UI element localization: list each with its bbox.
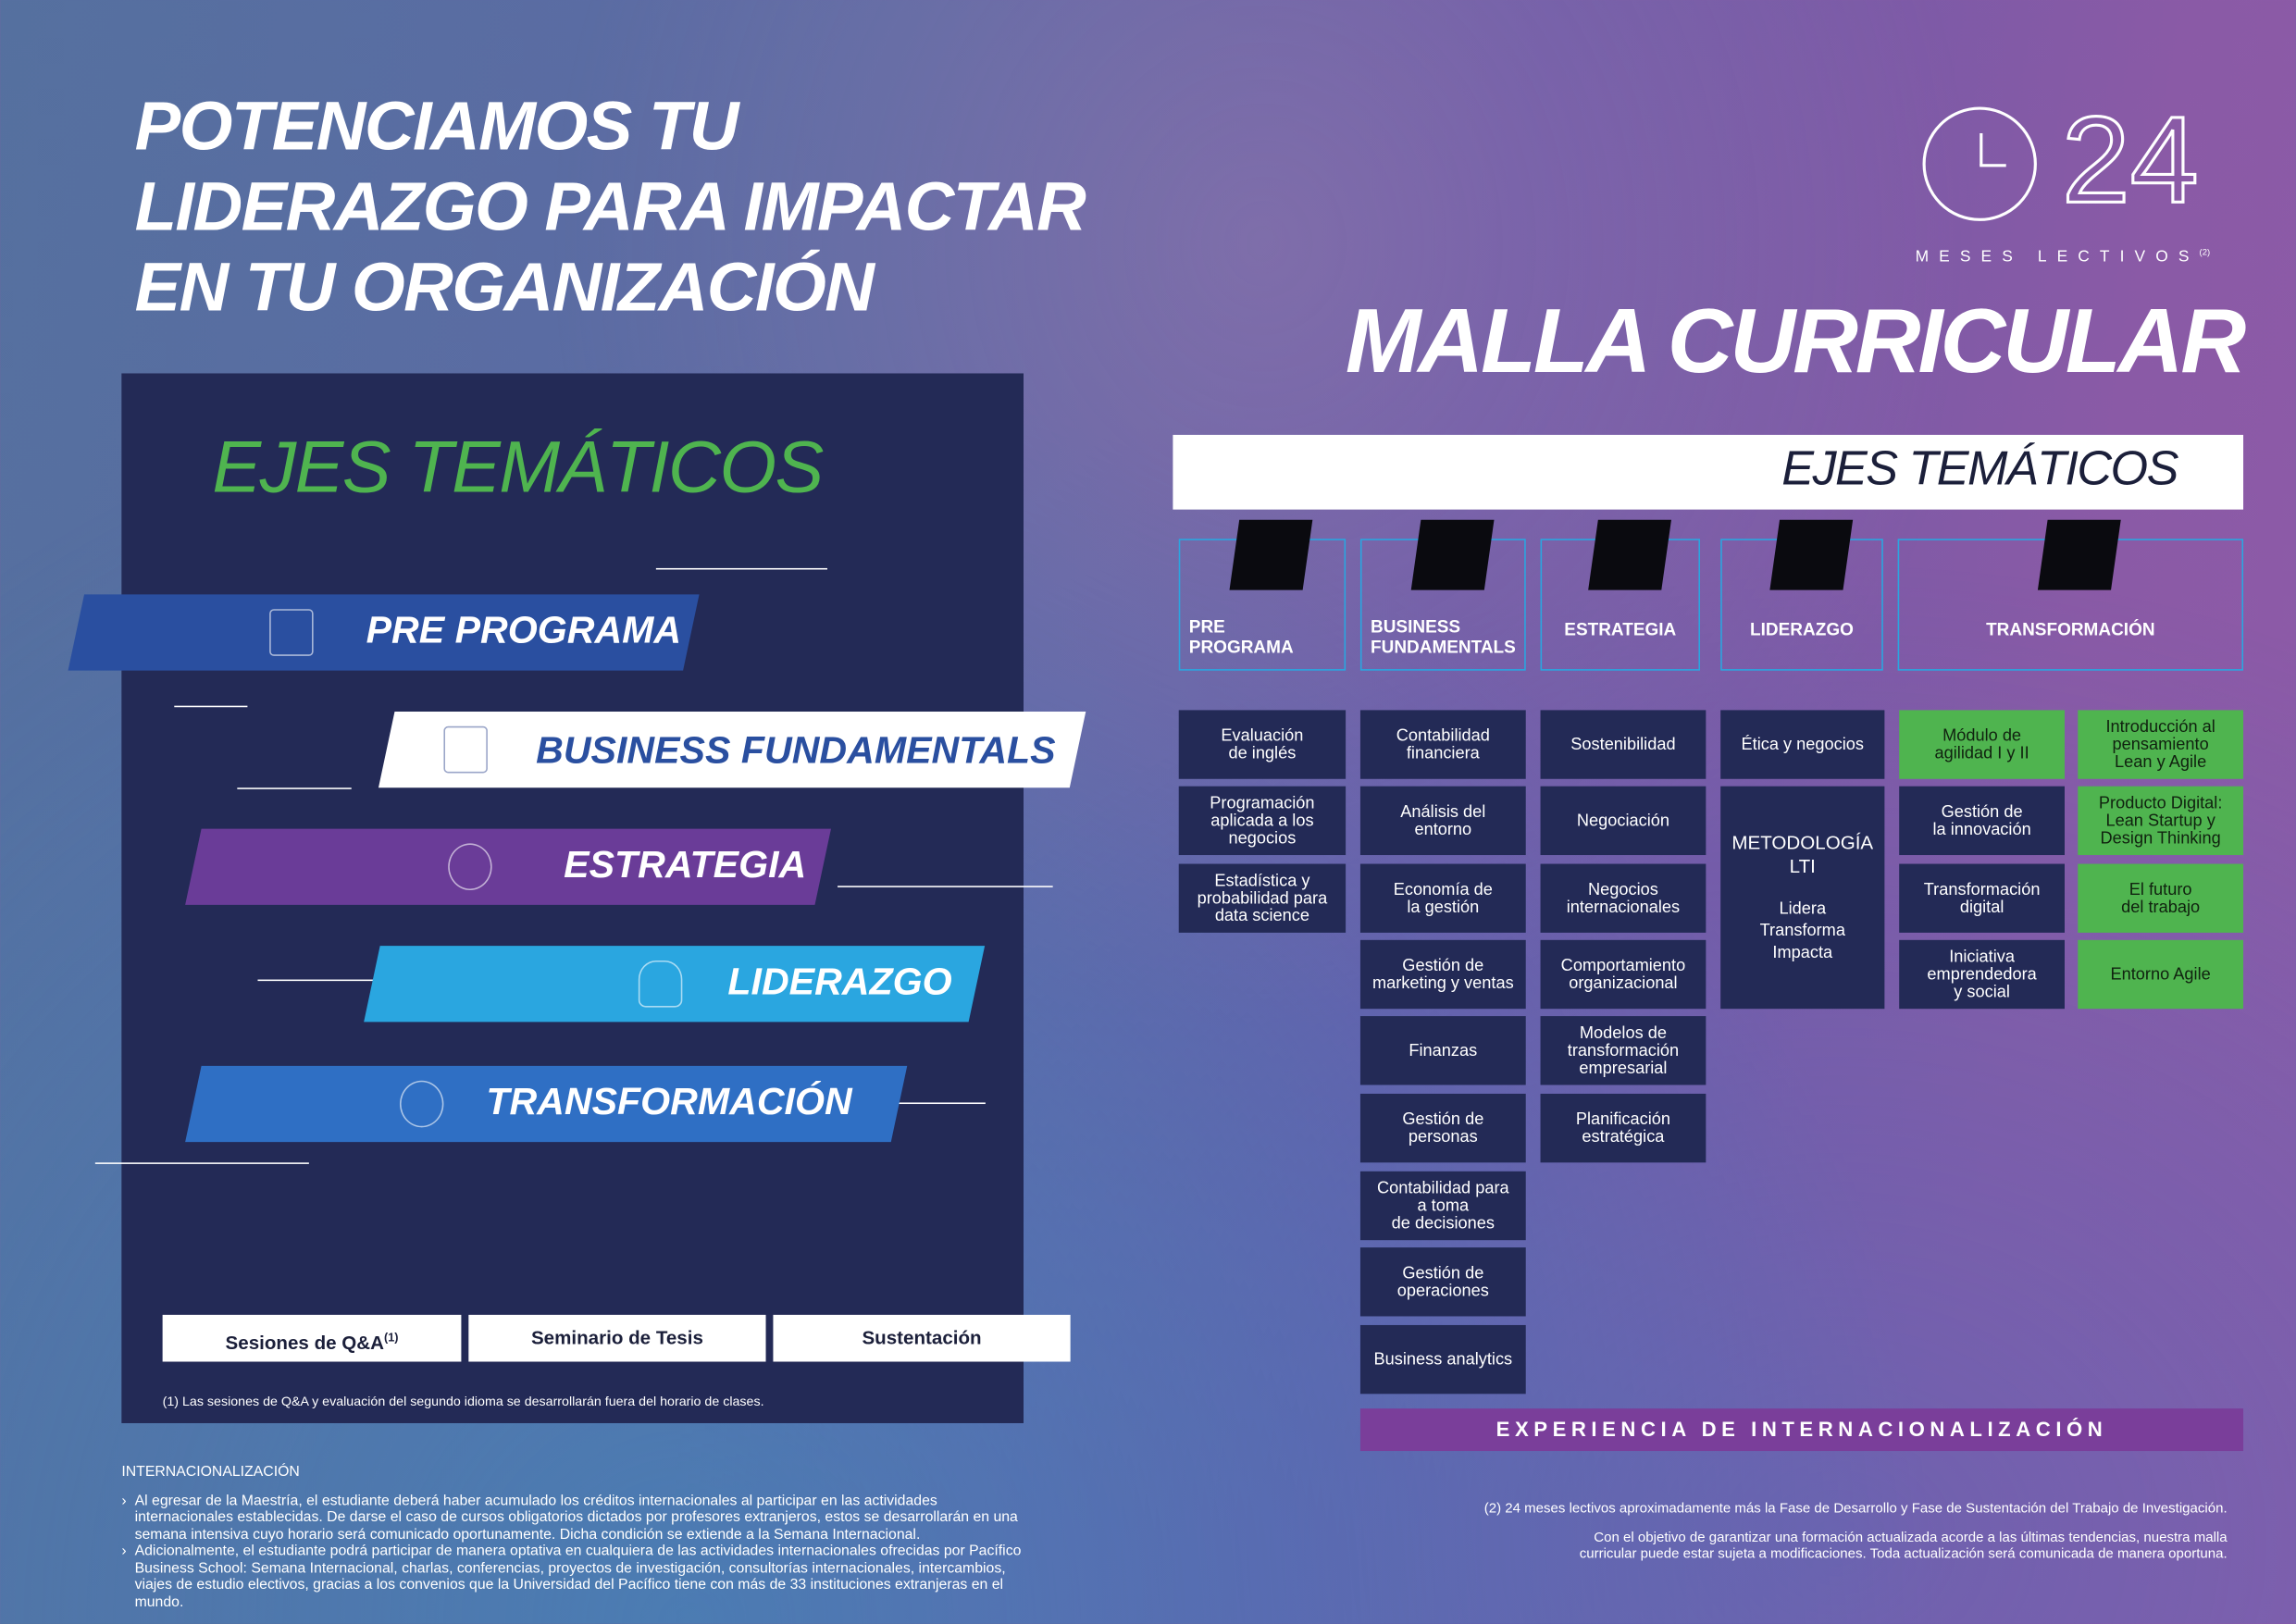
course-cell: Comportamiento organizacional: [1540, 939, 1706, 1010]
decor-line: [655, 567, 827, 570]
column-label: TRANSFORMACIÓN: [1986, 619, 2155, 640]
clipboard-icon: [1229, 519, 1313, 590]
footnote-1: (1) Las sesiones de Q&A y evaluación del…: [162, 1394, 764, 1409]
ejes-title: EJES TEMÁTICOS: [212, 426, 824, 509]
course-cell: Finanzas: [1359, 1016, 1526, 1085]
ejes-bar-title: EJES TEMÁTICOS: [1781, 440, 2178, 495]
course-cell: Contabilidad para a toma de decisiones: [1359, 1171, 1526, 1241]
course-cell: Contabilidad financiera: [1359, 710, 1526, 779]
course-cell: Gestión de marketing y ventas: [1359, 939, 1526, 1010]
ejes-bar: EJES TEMÁTICOS: [1173, 434, 2244, 510]
course-cell-agile: El futuro del trabajo: [2078, 863, 2244, 933]
experiencia-bar: EXPERIENCIA DE INTERNACIONALIZACIÓN: [1359, 1408, 2244, 1452]
column-label: ESTRATEGIA: [1564, 619, 1677, 640]
column-label: BUSINESS FUNDAMENTALS: [1371, 616, 1516, 658]
thinking-person-icon: [448, 843, 492, 891]
logo-caption: MESES LECTIVOS(2): [1916, 243, 2211, 267]
column-header: ESTRATEGIA: [1540, 519, 1701, 671]
chess-knight-icon: [638, 960, 683, 1008]
pill-sustentacion: Sustentación: [773, 1314, 1071, 1362]
course-cell: Gestión de personas: [1359, 1093, 1526, 1163]
decor-line: [94, 1162, 309, 1164]
course-cell: Iniciativa emprendedora y social: [1899, 939, 2066, 1010]
course-cell: Análisis del entorno: [1359, 786, 1526, 856]
bullet-item: Al egresar de la Maestría, el estudiante…: [121, 1493, 1036, 1543]
decor-line: [237, 787, 352, 789]
course-cell: Negociación: [1540, 786, 1706, 856]
course-cell: Transformación digital: [1899, 863, 2066, 933]
decor-line: [838, 886, 1053, 887]
course-cell-agile: Entorno Agile: [2078, 939, 2244, 1010]
hero-line: POTENCIAMOS TU: [134, 86, 739, 165]
banner-label: TRANSFORMACIÓN: [486, 1079, 852, 1123]
thinking-person-icon: [1587, 519, 1671, 590]
decor-line: [869, 1102, 986, 1105]
course-cell: Módulo de agilidad I y II: [1899, 710, 2066, 779]
section-heading: INTERNACIONALIZACIÓN: [121, 1464, 300, 1481]
course-cell: Ética y negocios: [1720, 710, 1885, 779]
browser-window-icon: [443, 725, 488, 774]
course-cell: Sostenibilidad: [1540, 710, 1706, 779]
gear-person-icon: [2037, 519, 2121, 590]
methodology-cell: METODOLOGÍA LTI Lidera Transforma Impacta: [1720, 786, 1885, 1010]
course-cell-agile: Producto Digital: Lean Startup y Design …: [2078, 786, 2244, 856]
banner-label: LIDERAZGO: [727, 959, 952, 1003]
browser-window-icon: [1409, 519, 1494, 590]
methodology-title: METODOLOGÍA LTI: [1731, 830, 1874, 876]
course-cell: Economía de la gestión: [1359, 863, 1526, 933]
course-cell: Estadística y probabilidad para data sci…: [1178, 863, 1347, 933]
column-header: BUSINESS FUNDAMENTALS: [1359, 519, 1526, 671]
logo-number: 24: [2060, 90, 2200, 230]
clock-arrows-icon: [1922, 106, 2037, 221]
duration-logo: 24 MESES LECTIVOS(2): [1916, 90, 2238, 268]
caption-text: MESES LECTIVOS: [1915, 248, 2200, 267]
pill-seminario-tesis: Seminario de Tesis: [468, 1314, 766, 1362]
gear-person-icon: [399, 1080, 444, 1128]
hero-title: POTENCIAMOS TU LIDERAZGO PARA IMPACTAR E…: [135, 85, 1086, 327]
bullet-item: Adicionalmente, el estudiante podrá part…: [121, 1543, 1036, 1611]
banner-label: ESTRATEGIA: [564, 841, 807, 886]
pill-sesiones-qa: Sesiones de Q&A(1): [162, 1314, 462, 1362]
course-cell: Business analytics: [1359, 1324, 1526, 1395]
column-label: PRE PROGRAMA: [1188, 616, 1294, 658]
course-cell: Gestión de operaciones: [1359, 1247, 1526, 1317]
course-cell: Negocios internacionales: [1540, 863, 1706, 933]
column-header: PRE PROGRAMA: [1178, 519, 1347, 671]
footnote-ref: (2): [2199, 248, 2211, 258]
course-cell: Evaluación de inglés: [1178, 710, 1347, 779]
course-cell: Planificación estratégica: [1540, 1093, 1706, 1163]
pill-label: Sesiones de Q&A: [225, 1331, 385, 1354]
methodology-subtitle: Lidera Transforma Impacta: [1759, 899, 1845, 961]
column-header: TRANSFORMACIÓN: [1897, 519, 2244, 671]
chess-knight-icon: [1769, 519, 1853, 590]
course-cell: Gestión de la innovación: [1899, 786, 2066, 856]
malla-title: MALLA CURRICULAR: [1345, 291, 2246, 393]
banner-label: PRE PROGRAMA: [366, 607, 682, 652]
disclaimer: Con el objetivo de garantizar una formac…: [1579, 1530, 2228, 1563]
footnote-2: (2) 24 meses lectivos aproximadamente má…: [1483, 1500, 2228, 1518]
column-label: LIDERAZGO: [1750, 619, 1854, 640]
course-cell: Modelos de transformación empresarial: [1540, 1016, 1706, 1085]
internacionalizacion-section: INTERNACIONALIZACIÓN Al egresar de la Ma…: [121, 1464, 1036, 1610]
footnote-ref: (1): [384, 1331, 399, 1345]
banner-label: BUSINESS FUNDAMENTALS: [536, 727, 1056, 772]
clipboard-icon: [269, 609, 314, 656]
course-cell-agile: Introducción al pensamiento Lean y Agile: [2078, 710, 2244, 779]
course-cell: Programación aplicada a los negocios: [1178, 786, 1347, 856]
hero-line: LIDERAZGO PARA IMPACTAR: [134, 167, 1086, 245]
decor-line: [174, 705, 248, 708]
column-header: LIDERAZGO: [1720, 519, 1883, 671]
hero-line: EN TU ORGANIZACIÓN: [134, 247, 875, 326]
